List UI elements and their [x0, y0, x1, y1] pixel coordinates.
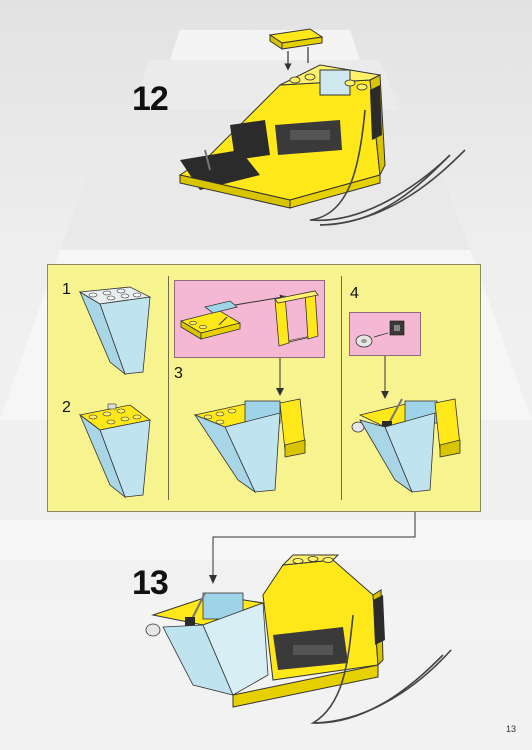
substep-3-inset [174, 280, 325, 358]
step-13-model [143, 555, 453, 730]
step-number-12: 12 [132, 82, 168, 116]
substep-divider-2 [341, 276, 342, 500]
step-12-model [170, 25, 470, 230]
substep-4-inset-parts [350, 313, 422, 357]
substep-4-model [350, 395, 475, 495]
plate-piece [270, 29, 322, 67]
substep-1-model [75, 282, 155, 377]
substep-3-arrow [275, 358, 285, 398]
substep-3-model [190, 395, 330, 495]
page-number: 13 [506, 724, 516, 734]
substep-number-1: 1 [62, 282, 71, 298]
substep-number-3: 3 [174, 366, 183, 382]
substep-2-model [75, 400, 155, 500]
substep-number-2: 2 [62, 400, 71, 416]
substep-3-inset-parts [175, 281, 326, 359]
substep-number-4: 4 [350, 286, 359, 302]
substep-divider-1 [168, 276, 169, 500]
substep-4-inset [349, 312, 421, 356]
